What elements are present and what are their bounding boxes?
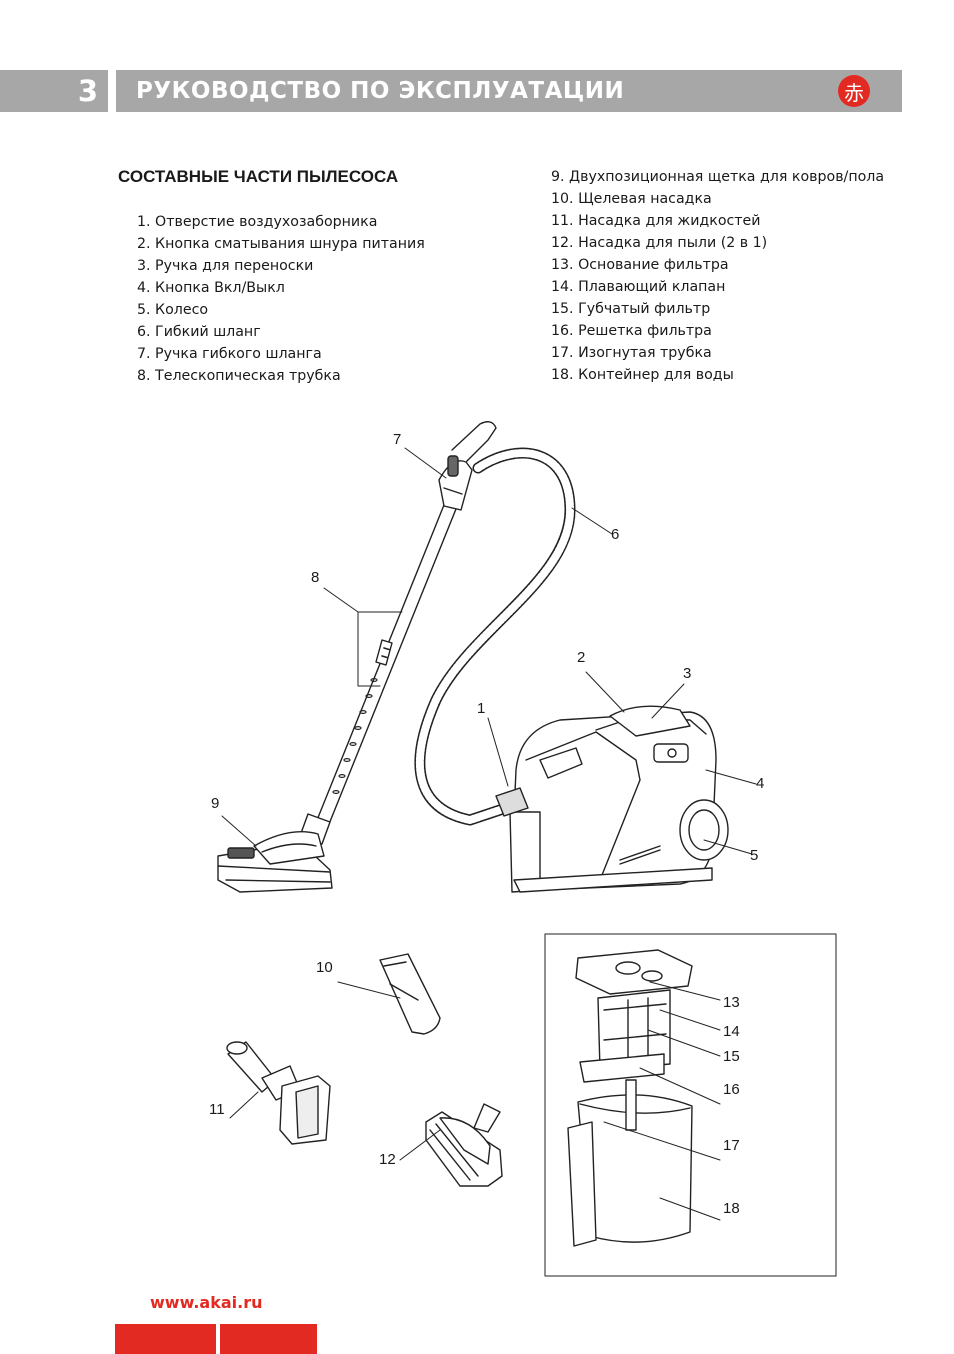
list-item: 18. Контейнер для воды: [551, 367, 734, 383]
callout-label: 11: [209, 1101, 225, 1118]
callout-label: 18: [723, 1200, 740, 1217]
callout-label: 14: [723, 1023, 740, 1040]
list-item: 16. Решетка фильтра: [551, 323, 712, 339]
list-item: 4. Кнопка Вкл/Выкл: [137, 280, 285, 296]
callout-label: 10: [316, 959, 333, 976]
logo-glyph: 赤: [844, 80, 864, 105]
list-item: 3. Ручка для переноски: [137, 258, 314, 274]
callout-label: 1: [477, 700, 485, 717]
filter-assembly-drawing: [567, 949, 693, 1247]
flexible-hose-drawing: [414, 447, 576, 826]
callout-label: 2: [577, 649, 585, 666]
callout-leaders: [221, 447, 757, 1221]
header-divider: [108, 70, 116, 112]
dust-nozzle-drawing: [425, 1103, 503, 1187]
list-item: 12. Насадка для пыли (2 в 1): [551, 235, 768, 251]
callout-label: 16: [723, 1081, 740, 1098]
list-item: 17. Изогнутая трубка: [551, 345, 712, 361]
telescopic-wand-drawing: [299, 421, 497, 845]
parts-list-right: 9. Двухпозиционная щетка для ковров/пола…: [551, 166, 884, 386]
crevice-nozzle-drawing: [379, 953, 441, 1035]
callout-label: 4: [756, 775, 764, 792]
list-item: 11. Насадка для жидкостей: [551, 213, 761, 229]
section-title: СОСТАВНЫЕ ЧАСТИ ПЫЛЕСОСА: [118, 167, 399, 186]
liquid-nozzle-drawing: [226, 1041, 331, 1145]
list-item: 1. Отверстие воздухозаборника: [137, 214, 378, 230]
list-item: 5. Колесо: [137, 302, 209, 318]
list-item: 14. Плавающий клапан: [551, 279, 726, 295]
page-number: 3: [77, 74, 98, 108]
vacuum-body-drawing: [495, 705, 729, 893]
list-item: 9. Двухпозиционная щетка для ковров/пола: [551, 169, 885, 185]
callout-label: 8: [311, 569, 319, 586]
brand-logo-icon: 赤: [838, 75, 870, 107]
footer-website-link[interactable]: www.akai.ru: [150, 1293, 263, 1312]
list-item: 6. Гибкий шланг: [137, 324, 261, 340]
callout-label: 9: [211, 795, 219, 812]
floor-brush-drawing: [217, 831, 333, 893]
list-item: 7. Ручка гибкого шланга: [137, 346, 322, 362]
page-number-cell: 3: [0, 70, 108, 112]
list-item: 10. Щелевая насадка: [551, 191, 712, 207]
callout-label: 6: [611, 526, 619, 543]
callout-label: 5: [750, 847, 758, 864]
callout-label: 15: [723, 1048, 740, 1065]
callout-label: 13: [723, 994, 740, 1011]
page-title: РУКОВОДСТВО ПО ЭКСПЛУАТАЦИИ: [136, 78, 625, 104]
callout-label: 12: [379, 1151, 396, 1168]
header-bar: 3 РУКОВОДСТВО ПО ЭКСПЛУАТАЦИИ 赤: [0, 70, 902, 112]
list-item: 13. Основание фильтра: [551, 257, 729, 273]
footer-red-bar-right: [220, 1324, 317, 1354]
list-item: 15. Губчатый фильтр: [551, 301, 711, 317]
footer-red-bar-left: [115, 1324, 216, 1354]
callout-label: 7: [393, 431, 401, 448]
list-item: 8. Телескопическая трубка: [137, 368, 341, 384]
parts-list-left: 1. Отверстие воздухозаборника 2. Кнопка …: [137, 211, 425, 387]
callout-label: 17: [723, 1137, 740, 1154]
callout-label: 3: [683, 665, 691, 682]
list-item: 2. Кнопка сматывания шнура питания: [137, 236, 425, 252]
